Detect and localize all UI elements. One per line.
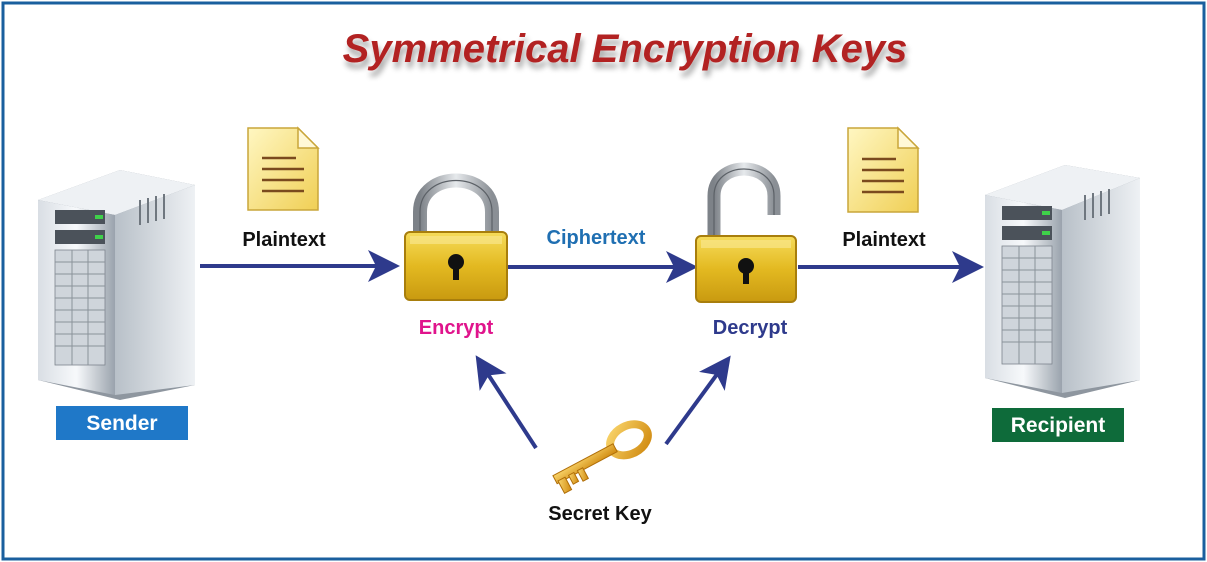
recipient-label: Recipient [1011,414,1106,437]
recipient-badge [992,408,1124,442]
sender-label: Sender [86,412,157,435]
padlock-open-icon [695,162,797,303]
server-icon [38,170,195,400]
sender-badge [56,406,188,440]
encrypt-label: Encrypt [419,317,494,339]
plaintext-right-label: Plaintext [842,229,926,251]
secret-key-label: Secret Key [548,503,652,525]
arrow-key-to-encrypt [475,355,538,450]
page-title: Symmetrical Encryption Keys [343,27,908,71]
server-icon [985,165,1140,398]
padlock-closed-icon [404,173,508,301]
plaintext-left-label: Plaintext [242,229,326,251]
document-icon [247,126,320,211]
flow-arrows [200,250,984,450]
ciphertext-label: Ciphertext [547,227,646,249]
arrow-key-to-decrypt [664,355,731,446]
document-icon [847,126,920,213]
key-icon [552,420,652,494]
decrypt-label: Decrypt [713,317,788,339]
